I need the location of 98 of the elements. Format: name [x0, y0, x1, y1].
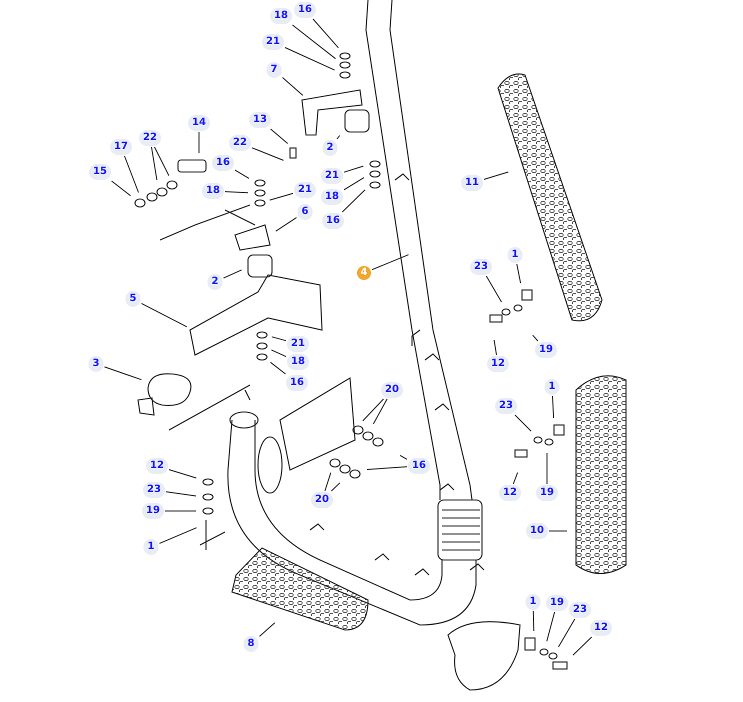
callout-number: 16 — [294, 2, 316, 18]
leader-line — [336, 135, 340, 140]
callout-number: 19 — [536, 485, 558, 501]
leader-line — [282, 77, 304, 96]
callout-number: 16 — [286, 375, 308, 391]
callout-number: 7 — [266, 62, 282, 78]
callout-number: 16 — [212, 155, 234, 171]
callout-number: 16 — [408, 458, 430, 474]
callout-number: 2 — [322, 140, 338, 156]
leader-line — [558, 618, 576, 648]
leader-line — [324, 472, 332, 492]
leader-line — [292, 24, 336, 60]
callout-number: 23 — [143, 482, 165, 498]
callout-number: 20 — [381, 382, 403, 398]
callout-number: 12 — [487, 356, 509, 372]
callout-number: 12 — [590, 620, 612, 636]
callout-number: 19 — [142, 503, 164, 519]
leader-line — [372, 254, 409, 270]
leader-line — [270, 128, 288, 144]
leader-line — [252, 147, 284, 161]
leader-line — [111, 180, 131, 196]
leader-line — [275, 217, 297, 232]
leader-line — [104, 366, 142, 380]
callout-number: 23 — [569, 602, 591, 618]
callout-number: 13 — [249, 112, 271, 128]
leader-line — [546, 612, 556, 642]
callout-number: 18 — [270, 8, 292, 24]
callout-number: 23 — [470, 259, 492, 275]
callout-number: 21 — [287, 336, 309, 352]
callout-number: 14 — [188, 115, 210, 131]
callout-number: 3 — [88, 356, 104, 372]
leader-line — [552, 396, 554, 418]
callout-number: 19 — [546, 595, 568, 611]
callout-number: 1 — [144, 539, 158, 555]
leader-line — [270, 349, 286, 358]
callout-number: 10 — [526, 523, 548, 539]
leader-line — [271, 336, 286, 342]
callout-number: 22 — [139, 130, 161, 146]
callout-number: 21 — [294, 182, 316, 198]
leader-line — [516, 264, 522, 284]
callout-number: 16 — [322, 213, 344, 229]
leader-line — [168, 469, 197, 478]
leader-line — [270, 362, 286, 374]
leader-line — [269, 192, 294, 201]
leader-line — [330, 482, 340, 492]
callout-number: 2 — [208, 274, 222, 290]
leader-line — [164, 510, 196, 512]
leader-line — [154, 146, 170, 176]
leader-line — [486, 276, 502, 302]
leader-line — [344, 166, 364, 173]
leader-line — [259, 622, 276, 637]
leader-line — [166, 491, 197, 496]
leader-line — [548, 530, 568, 532]
leader-line — [366, 466, 408, 470]
leader-line — [284, 47, 336, 71]
leader-line — [344, 177, 364, 190]
leader-line — [532, 334, 538, 342]
callout-number: 1 — [526, 594, 540, 610]
callout-number: 12 — [146, 458, 168, 474]
callout-number: 17 — [110, 139, 132, 155]
leader-line — [372, 398, 388, 424]
leader-line — [362, 398, 384, 422]
callout-number: 11 — [461, 175, 483, 191]
leader-line — [546, 452, 548, 484]
leader-line — [223, 269, 242, 279]
leader-line — [494, 339, 497, 356]
callout-number: 21 — [262, 34, 284, 50]
leader-line — [512, 472, 518, 484]
callout-number: 1 — [508, 247, 522, 263]
leader-line — [159, 527, 198, 544]
callout-number: 6 — [298, 204, 312, 220]
leader-line — [234, 170, 250, 179]
callout-number: 20 — [311, 492, 333, 508]
callout-number: 4 — [357, 266, 371, 280]
leader-line — [572, 636, 592, 656]
callout-number: 18 — [202, 183, 224, 199]
callout-number: 12 — [499, 485, 521, 501]
callout-number: 15 — [89, 164, 111, 180]
callout-number: 18 — [287, 354, 309, 370]
leader-line — [141, 302, 188, 328]
leader-line — [124, 156, 139, 193]
callout-number: 19 — [535, 342, 557, 358]
leader-line — [198, 132, 200, 154]
leader-line — [400, 454, 408, 460]
callout-number: 21 — [321, 168, 343, 184]
leader-line — [312, 18, 339, 48]
leader-line — [224, 191, 248, 194]
callout-number: 23 — [495, 398, 517, 414]
leader-line — [514, 414, 532, 432]
callout-number: 22 — [229, 135, 251, 151]
leader-line — [342, 189, 366, 212]
callout-number: 5 — [126, 291, 140, 307]
leader-line — [484, 172, 509, 180]
callout-number: 18 — [321, 189, 343, 205]
leader-line — [532, 610, 534, 632]
leader-line — [151, 146, 158, 181]
callout-number: 8 — [244, 636, 258, 652]
callout-number: 1 — [544, 379, 560, 395]
